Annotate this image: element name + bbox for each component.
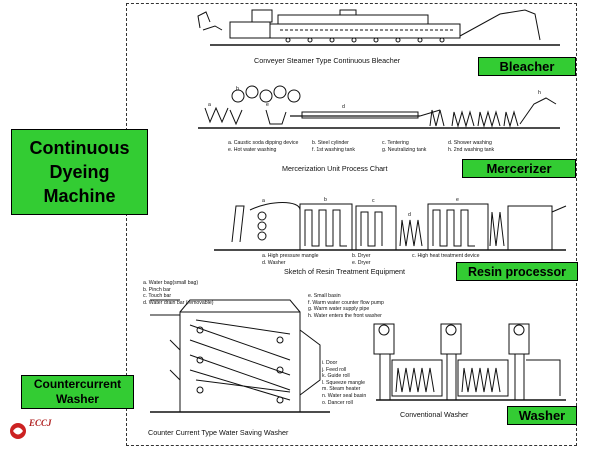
- eccj-logo-mark: [10, 423, 26, 439]
- mercerizer-legend-f: f. 1st washing tank: [312, 146, 355, 153]
- washer-legend-left: a. Water bag(small bag) b. Pinch bar c. …: [143, 280, 213, 306]
- mercerizer-letter-e: e: [266, 102, 269, 108]
- bleacher-label: Bleacher: [478, 57, 576, 76]
- mercerizer-legend-e: e. Hot water washing: [228, 146, 277, 153]
- mercerizer-legend-h: h. 2nd washing tank: [448, 146, 495, 153]
- diagram-frame: [126, 3, 577, 446]
- mercerizer-caption: Mercerization Unit Process Chart: [282, 164, 388, 173]
- mercerizer-legend-g: g. Neutralizing tank: [382, 146, 427, 153]
- main-title-line-3: Machine: [43, 186, 116, 206]
- resin-processor-label: Resin processor: [456, 262, 578, 281]
- washer-legend-c: c. Touch bar: [143, 293, 172, 300]
- washer-legend-d: d. Water drain bar (removable): [143, 299, 214, 306]
- resin-letter-c: c: [372, 198, 375, 204]
- washer-legend-f: f. Warm water counter flow pump: [308, 299, 384, 306]
- resin-letter-b: b: [324, 197, 327, 203]
- washer-legend-i: i. Door: [322, 360, 338, 366]
- main-title-box: Continuous Dyeing Machine: [11, 129, 148, 215]
- mercerizer-legend-a: a. Caustic soda dipping device: [228, 140, 299, 146]
- main-title-line-2: Dyeing: [49, 162, 110, 182]
- countercurrent-label-line-2: Washer: [56, 392, 99, 406]
- mercerizer-letter-a: a: [208, 102, 211, 108]
- resin-legend-e: e. Dryer: [352, 259, 371, 266]
- eccj-logo-text: ECCJ: [29, 418, 52, 428]
- washer-legend-j: j. Feed roll: [322, 366, 347, 373]
- resin-caption: Sketch of Resin Treatment Equipment: [284, 267, 406, 276]
- mercerizer-legend-c: c. Tentering: [382, 140, 409, 146]
- resin-legend-c: c. High heat treatment device: [412, 253, 480, 259]
- washer-legend-lower: i. Door j. Feed roll k. Guide roll l. Sq…: [322, 360, 366, 406]
- conventional-washer-caption: Conventional Washer: [400, 410, 469, 419]
- washer-legend-b: b. Pinch bar: [143, 286, 171, 293]
- eccj-logo: ECCJ: [8, 418, 52, 428]
- resin-legend-d: d. Washer: [262, 259, 286, 266]
- countercurrent-washer-drawing: [150, 299, 330, 413]
- washer-legend-o: o. Dancer roll: [322, 399, 353, 406]
- mercerizer-letter-d: d: [342, 104, 345, 110]
- resin-letter-a: a: [262, 198, 265, 204]
- washer-legend-k: k. Guide roll: [322, 373, 350, 380]
- countercurrent-caption: Counter Current Type Water Saving Washer: [148, 428, 289, 437]
- bleacher-drawing: [197, 9, 560, 46]
- countercurrent-label-line-1: Countercurrent: [33, 377, 122, 391]
- resin-legend: a. High pressure mangle b. Dryer c. High…: [262, 253, 510, 266]
- resin-drawing: [214, 202, 567, 251]
- washer-legend-m: m. Steam heater: [322, 386, 361, 393]
- mercerizer-legend-b: b. Steel cylinder: [312, 140, 349, 146]
- resin-legend-a: a. High pressure mangle: [262, 253, 319, 259]
- mercerizer-letter-h: h: [538, 90, 541, 96]
- washer-legend-e: e. Small basin: [308, 293, 341, 299]
- resin-letter-e: e: [456, 197, 459, 203]
- washer-legend-a: a. Water bag(small bag): [143, 280, 199, 286]
- mercerizer-letter-b: b: [236, 86, 239, 92]
- washer-legend-h: h. Water enters the front washer: [308, 312, 382, 319]
- washer-label: Washer: [507, 406, 577, 425]
- countercurrent-washer-label: Countercurrent Washer: [21, 375, 134, 409]
- conventional-washer-drawing: [373, 323, 566, 401]
- main-title-line-1: Continuous: [29, 138, 130, 158]
- mercerizer-label: Mercerizer: [462, 159, 576, 178]
- washer-legend-l: l. Squeeze mangle: [322, 379, 365, 386]
- bleacher-caption: Conveyer Steamer Type Continuous Bleache…: [254, 56, 401, 65]
- mercerizer-legend-d: d. Shower washing: [448, 140, 492, 146]
- resin-letter-d: d: [408, 212, 411, 218]
- washer-legend-n: n. Water seal basin: [322, 392, 367, 399]
- mercerizer-legend: a. Caustic soda dipping device b. Steel …: [228, 140, 520, 153]
- mercerizer-drawing: [198, 85, 560, 129]
- washer-legend-g: g. Warm water supply pipe: [308, 306, 370, 313]
- resin-legend-b: b. Dryer: [352, 253, 371, 259]
- washer-legend-right: e. Small basin f. Warm water counter flo…: [308, 293, 384, 319]
